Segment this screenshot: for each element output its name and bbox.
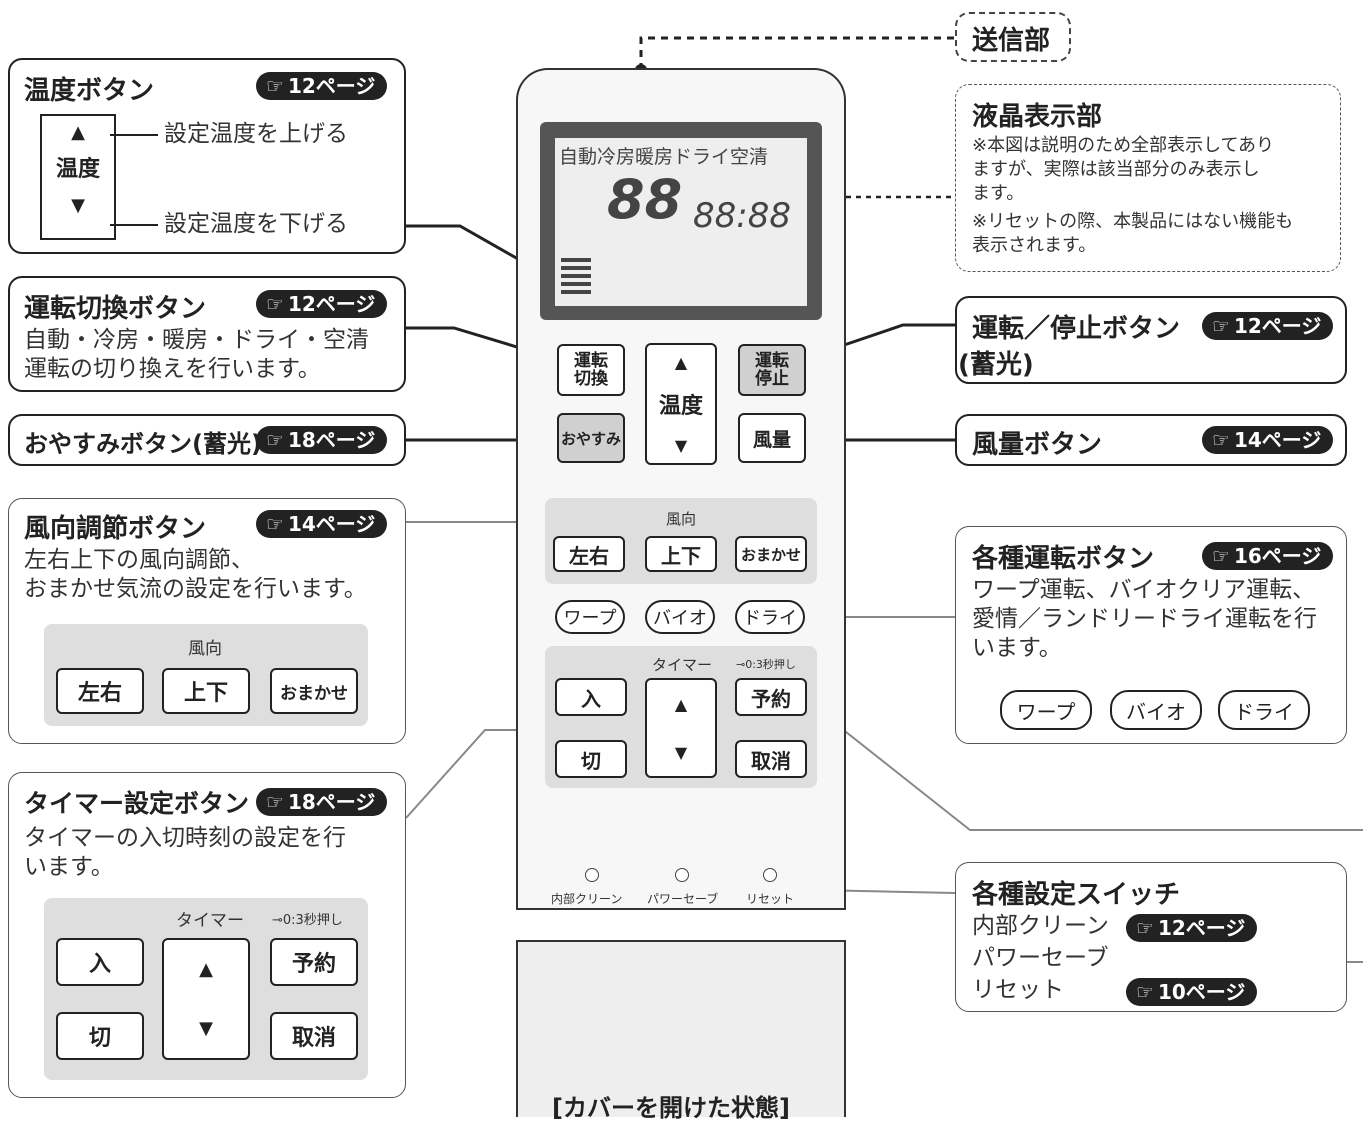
power-button[interactable]: 運転 停止: [738, 344, 806, 396]
power-callout-sub: (蓄光): [958, 350, 1034, 380]
transmitter-callout: [955, 12, 1071, 62]
vane-callout-title: 風向調節ボタン: [24, 514, 207, 544]
mode-switch-button[interactable]: 運転 切換: [557, 344, 625, 396]
switches-callout-title: 各種設定スイッチ: [972, 880, 1181, 910]
timer-down-icon: ▼: [199, 1018, 213, 1039]
remote-timer-up-icon[interactable]: ▲: [674, 694, 688, 714]
sleep-button[interactable]: おやすみ: [557, 413, 625, 463]
switch-reset: リセット: [972, 977, 1064, 1003]
remote-warp-button[interactable]: ワープ: [555, 600, 625, 634]
power-save-switch[interactable]: [675, 868, 689, 882]
lcd-callout-title: 液晶表示部: [972, 102, 1103, 132]
remote-reserve-button[interactable]: 予約: [735, 678, 807, 716]
timer-desc: タイマーの入切時刻の設定を行 います。: [24, 825, 346, 880]
temp-down-icon[interactable]: ▼: [674, 436, 688, 455]
internal-clean-switch[interactable]: [585, 868, 599, 882]
vane-lr-button: 左右: [56, 668, 144, 714]
remote-sw1-label: 内部クリーン: [551, 892, 623, 906]
special-callout-title: 各種運転ボタン: [972, 544, 1155, 574]
switch3-ref-badge: ☞10ページ: [1126, 978, 1258, 1006]
remote-vane-label: 風向: [666, 510, 697, 528]
temp-down-glyph: ▼: [71, 195, 85, 216]
timer-on-button: 入: [56, 938, 144, 986]
fan-ref-badge: ☞14ページ: [1202, 426, 1334, 454]
remote-bio-button[interactable]: バイオ: [645, 600, 715, 634]
timer-cancel-button: 取消: [270, 1012, 358, 1060]
vane-ud-button: 上下: [162, 668, 250, 714]
power-ref-badge: ☞12ページ: [1202, 312, 1334, 340]
remote-timer-down-icon[interactable]: ▼: [674, 742, 688, 762]
timer-up-icon: ▲: [199, 959, 213, 980]
remote-sw3-label: リセット: [746, 892, 795, 906]
temp-up-line: [110, 134, 158, 136]
reset-switch[interactable]: [763, 868, 777, 882]
lcd-note-2: ※リセットの際、本製品にはない機能も 表示されます。: [972, 211, 1294, 256]
remote-timer-off-button[interactable]: 切: [555, 740, 627, 778]
temp-label: 温度: [658, 394, 703, 419]
timer-ref-badge: ☞18ページ: [256, 788, 388, 816]
vane-auto-button: おまかせ: [270, 668, 358, 714]
switch1-ref-badge: ☞12ページ: [1126, 914, 1258, 942]
lcd-display: 自動冷房暖房ドライ空清 88 88:88: [555, 138, 807, 306]
remote-cover: [516, 940, 846, 1117]
special-desc: ワープ運転、バイオクリア運転、 愛情／ランドリードライ運転を行 います。: [972, 577, 1317, 661]
timer-off-button: 切: [56, 1012, 144, 1060]
lcd-bar-icons: [561, 258, 591, 298]
power-callout: [955, 296, 1347, 384]
vane-panel-label: 風向: [188, 639, 222, 659]
remote-dry-button[interactable]: ドライ: [735, 600, 805, 634]
warp-button: ワープ: [1000, 690, 1092, 730]
lcd-digits: 88: [607, 168, 683, 231]
remote-lock-label: ⊸0:3秒押し: [736, 658, 796, 671]
dry-button: ドライ: [1218, 690, 1310, 730]
vane-desc: 左右上下の風向調節、 おまかせ気流の設定を行います。: [24, 547, 367, 602]
temp-callout-title: 温度ボタン: [24, 76, 155, 106]
lcd-clock: 88:88: [693, 196, 791, 236]
mode-desc: 自動・冷房・暖房・ドライ・空清 運転の切り換えを行います。: [24, 327, 369, 382]
special-ref-badge: ☞16ページ: [1202, 542, 1334, 570]
lcd-callout: [955, 84, 1341, 272]
temp-down-line: [110, 224, 158, 226]
remote-sw2-label: パワーセーブ: [647, 892, 719, 906]
temp-up-desc: 設定温度を上げる: [164, 121, 348, 147]
temp-button-group[interactable]: ▲ 温度 ▼: [645, 343, 717, 465]
vane-ref-badge: ☞14ページ: [256, 510, 388, 538]
temp-diagram-label: 温度: [55, 157, 100, 182]
remote-vane-lr-button[interactable]: 左右: [553, 536, 625, 572]
temp-up-icon[interactable]: ▲: [674, 353, 688, 372]
remote-timer-on-button[interactable]: 入: [555, 678, 627, 716]
switch-internal-clean: 内部クリーン: [972, 913, 1109, 939]
bio-button: バイオ: [1110, 690, 1202, 730]
fan-callout-title: 風量ボタン: [972, 430, 1103, 460]
mode-callout-title: 運転切換ボタン: [24, 294, 207, 324]
mode-ref-badge: ☞12ページ: [256, 290, 388, 318]
sleep-callout-title: おやすみボタン(蓄光): [24, 430, 262, 458]
temp-diagram-button: ▲ 温度 ▼: [40, 114, 116, 240]
power-callout-title: 運転／停止ボタン: [972, 314, 1181, 344]
fan-speed-button[interactable]: 風量: [738, 413, 806, 463]
remote-timer-updown-button[interactable]: ▲▼: [645, 678, 717, 778]
timer-panel-label: タイマー: [176, 911, 244, 931]
sleep-ref-badge: ☞18ページ: [256, 426, 388, 454]
temp-down-desc: 設定温度を下げる: [164, 211, 348, 237]
timer-reserve-button: 予約: [270, 938, 358, 986]
lcd-note-1: ※本図は説明のため全部表示してあり ますが、実際は該当部分のみ表示し ます。: [972, 135, 1275, 204]
timer-callout-title: タイマー設定ボタン: [24, 789, 250, 818]
transmitter-label: 送信部: [972, 26, 1051, 56]
timer-updown-button: ▲▼: [162, 938, 250, 1060]
remote-vane-ud-button[interactable]: 上下: [645, 536, 717, 572]
remote-cancel-button[interactable]: 取消: [735, 740, 807, 778]
switch-power-save: パワーセーブ: [972, 945, 1109, 971]
lcd-modes: 自動冷房暖房ドライ空清: [559, 146, 769, 168]
remote-vane-auto-button[interactable]: おまかせ: [735, 536, 807, 572]
temp-up-glyph: ▲: [71, 122, 85, 143]
cover-caption: [カバーを開けた状態]: [552, 1094, 790, 1122]
temp-ref-badge: ☞12ページ: [256, 72, 388, 100]
timer-lock-label: ⊸0:3秒押し: [272, 913, 343, 928]
remote-timer-label: タイマー: [652, 656, 713, 674]
